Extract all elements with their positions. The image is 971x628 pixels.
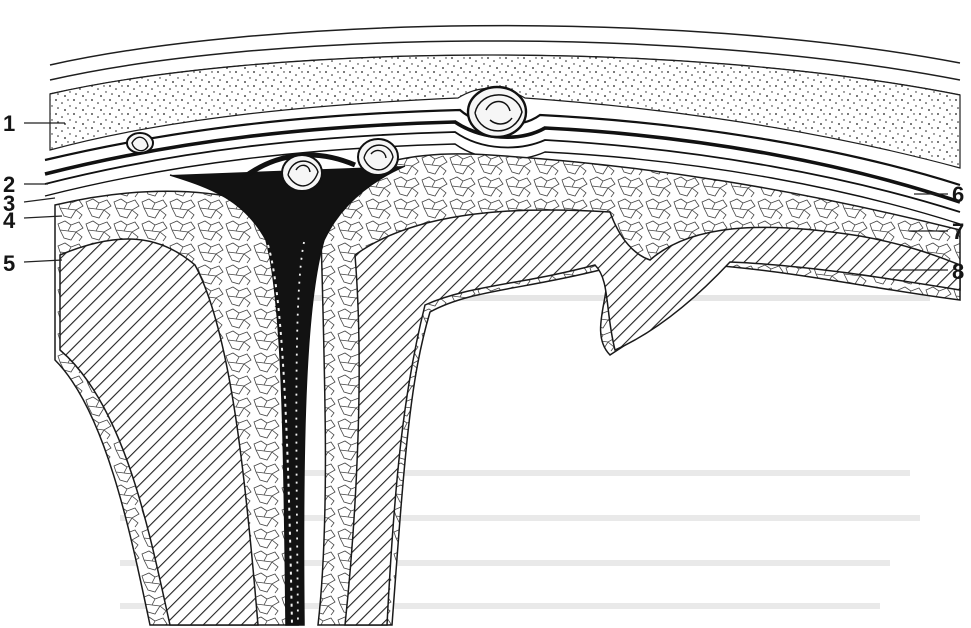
callout-4: 4 xyxy=(3,208,16,233)
callout-8: 8 xyxy=(952,259,964,284)
callout-6: 6 xyxy=(952,182,964,207)
callout-1: 1 xyxy=(3,111,15,136)
callout-7: 7 xyxy=(952,219,964,244)
callout-5: 5 xyxy=(3,251,15,276)
leader-line-3 xyxy=(24,198,55,202)
